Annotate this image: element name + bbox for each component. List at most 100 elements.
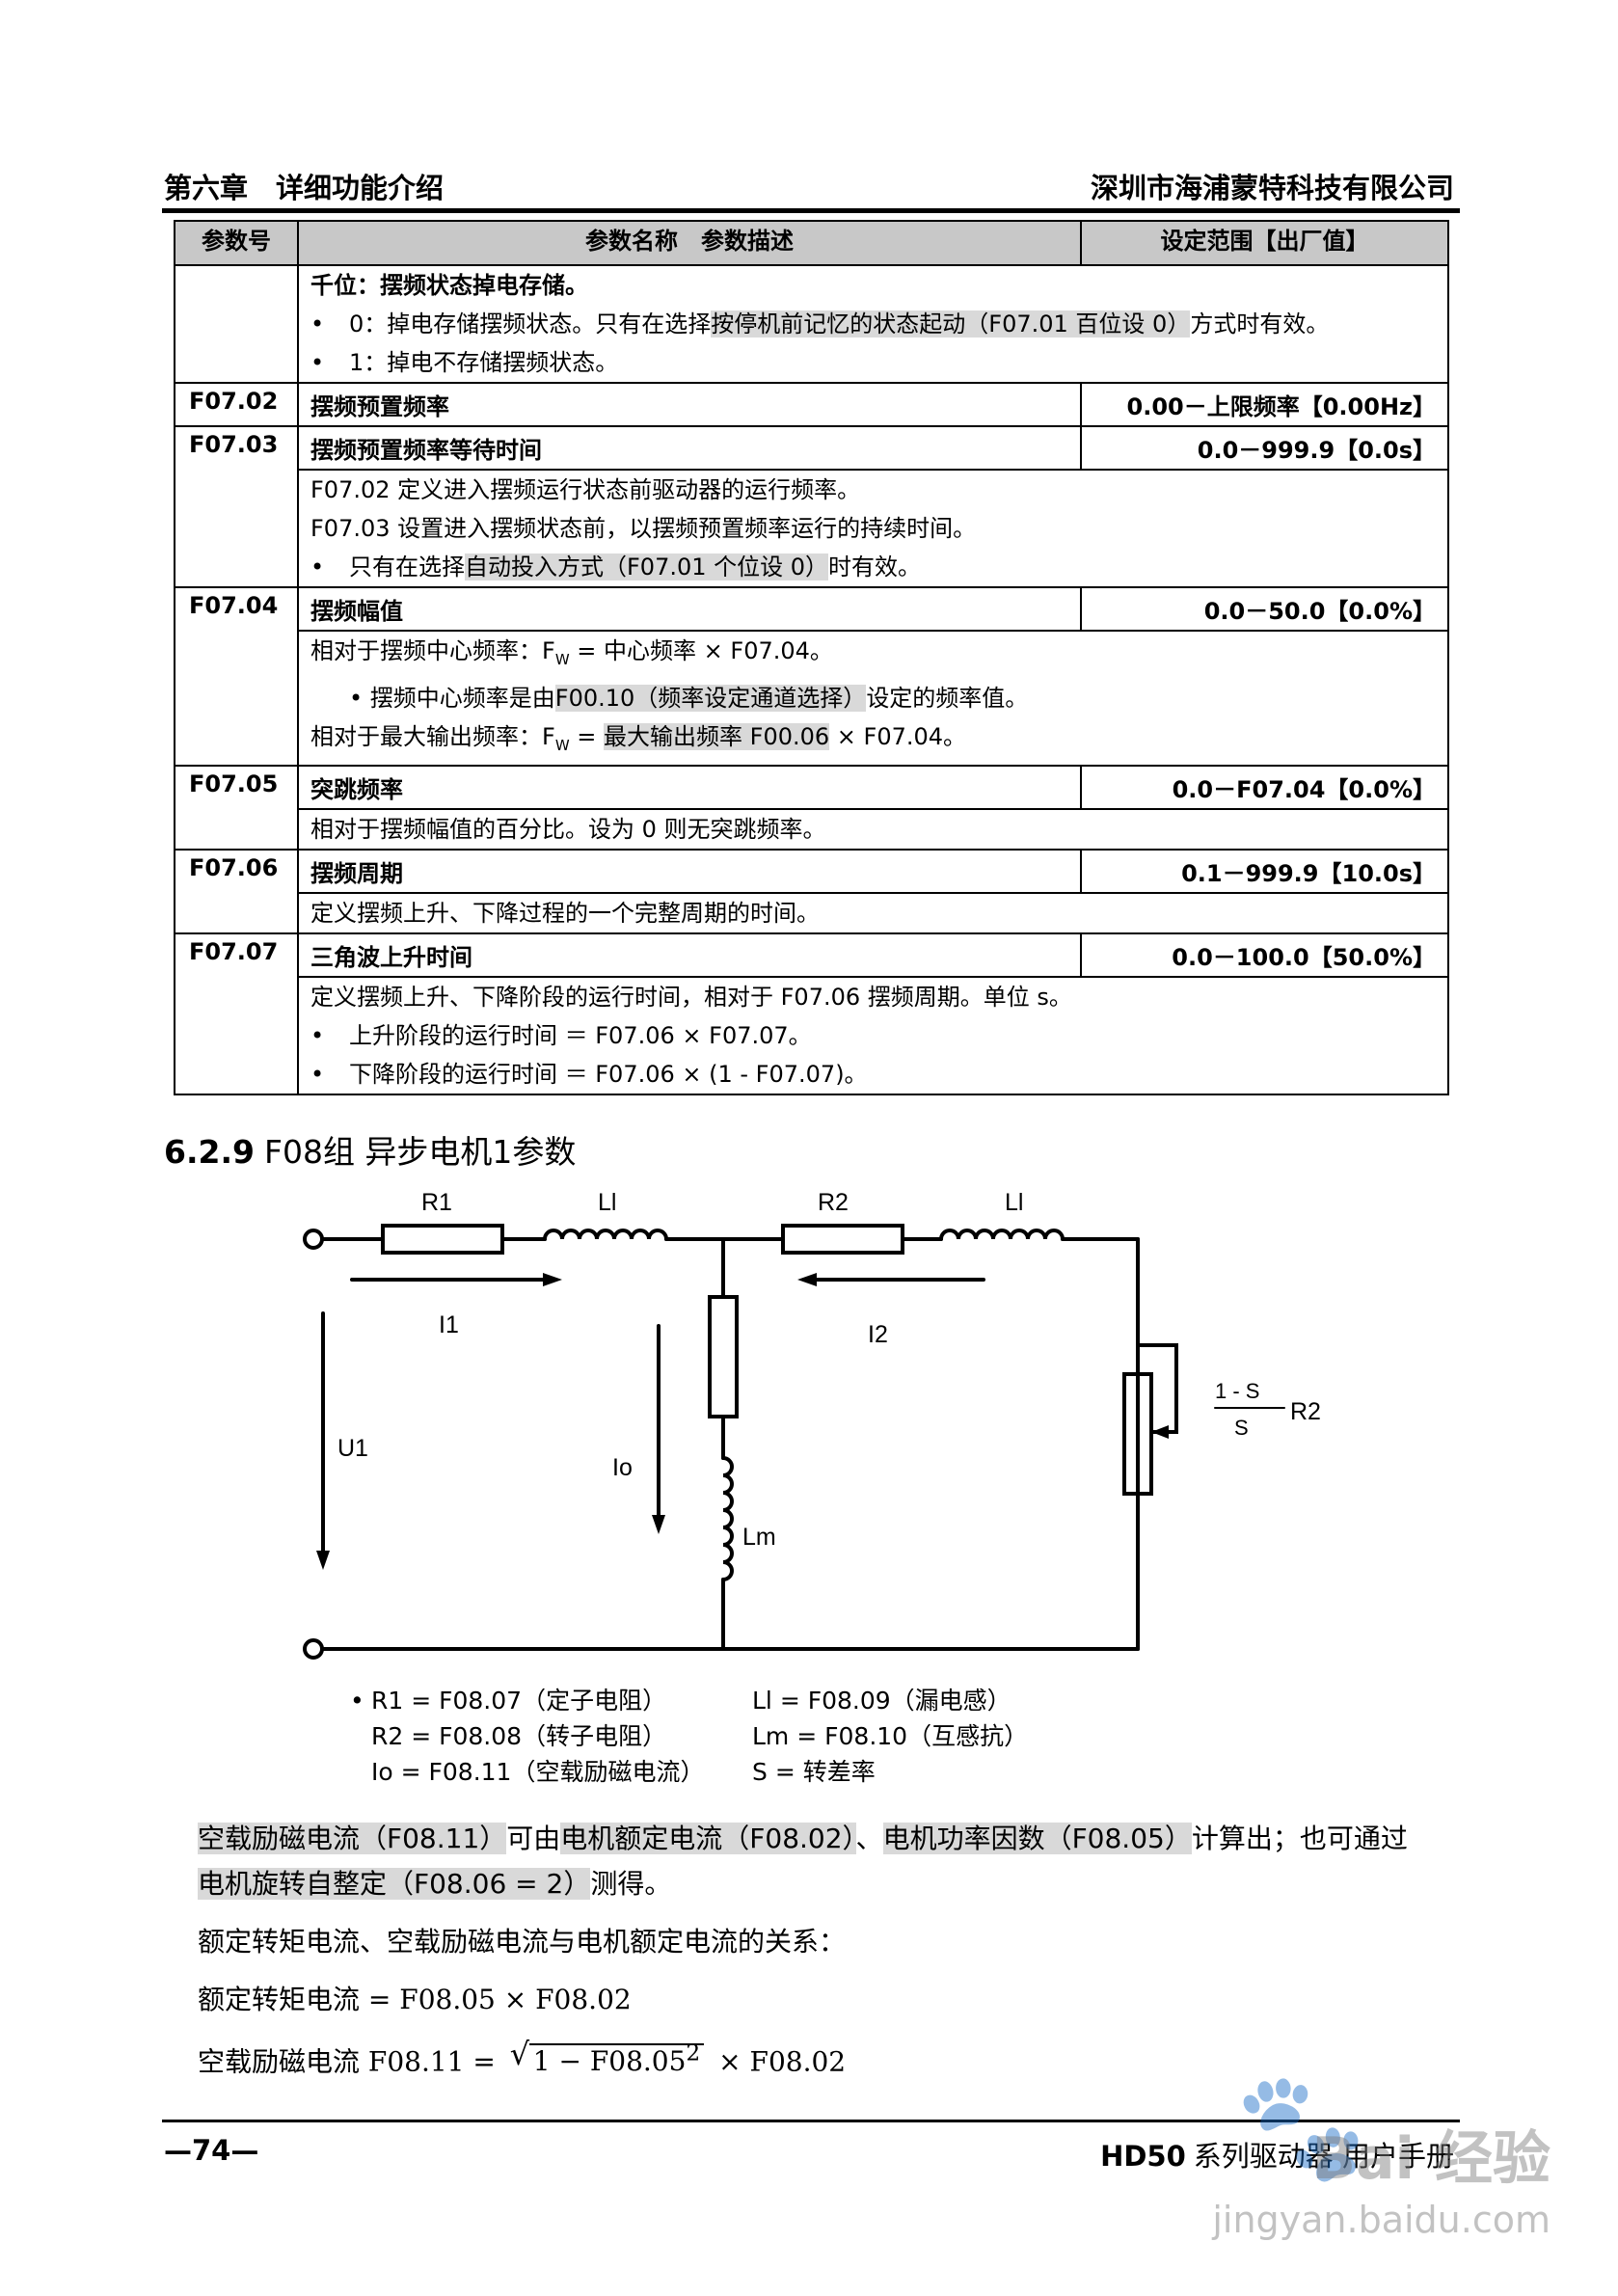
legend-item: S = 转差率 <box>752 1758 876 1786</box>
watermark-url: jingyan.baidu.com <box>1212 2199 1551 2241</box>
label-r1: R1 <box>421 1189 452 1216</box>
param-range: 0.00－上限频率【0.00Hz】 <box>1080 382 1449 427</box>
formula-post: × F08.02 <box>710 2045 847 2078</box>
desc-highlight: 最大输出频率 F00.06 <box>604 722 830 750</box>
inductor-ll-2 <box>939 1229 1065 1241</box>
resistor-r2 <box>781 1224 904 1255</box>
desc-text: = 中心频率 × F07.04。 <box>569 637 833 664</box>
rheostat-wiper <box>1136 1343 1178 1434</box>
superscript: 2 <box>686 2039 701 2066</box>
legend-item: R2 = F08.08（转子电阻） <box>371 1722 667 1750</box>
param-desc: 相对于摆频幅值的百分比。设为 0 则无突跳频率。 <box>310 815 826 843</box>
param-range: 0.0－50.0【0.0%】 <box>1080 586 1449 632</box>
arrow-i2 <box>797 1273 817 1286</box>
table-row: 千位：摆频状态掉电存储。 •0：掉电存储摆频状态。只有在选择按停机前记忆的状态起… <box>174 264 1449 384</box>
desc-text: 相对于最大输出频率：F <box>310 722 555 750</box>
header-code: 参数号 <box>174 220 299 266</box>
param-desc: F07.02 定义进入摆频运行状态前驱动器的运行频率。 <box>310 476 861 503</box>
param-code: F07.06 <box>174 848 299 934</box>
bullet: • <box>350 1687 364 1715</box>
page-number: —74— <box>164 2134 259 2167</box>
param-code: F07.04 <box>174 586 299 767</box>
arrow-io <box>652 1515 665 1534</box>
circuit-legend: • R1 = F08.07（定子电阻）Ll = F08.09（漏电感） R2 =… <box>350 1683 1029 1790</box>
table-row: 定义摆频上升、下降过程的一个完整周期的时间。 <box>175 891 1449 934</box>
arrow-u1 <box>316 1551 330 1570</box>
fraction-denominator: S <box>1234 1416 1249 1440</box>
footer-rule <box>162 2120 1460 2122</box>
formula-pre: 空载励磁电流 F08.11 = <box>198 2045 504 2078</box>
param-desc: 下降阶段的运行时间 ＝ F07.06 × (1 - F07.07)。 <box>349 1060 868 1088</box>
bullet: • <box>310 554 325 581</box>
wiper-arrow <box>1151 1425 1169 1439</box>
desc-pre: • 摆频中心频率是由 <box>349 684 555 712</box>
table-row: 相对于摆频中心频率：FW = 中心频率 × F07.04。 • 摆频中心频率是由… <box>175 630 1449 767</box>
param-range: 0.0－F07.04【0.0%】 <box>1080 764 1449 810</box>
legend-item: R1 = F08.07（定子电阻） <box>371 1687 667 1715</box>
table-row: F07.04 摆频幅值 0.0－50.0【0.0%】 <box>174 586 1449 767</box>
highlight-text: 空载励磁电流（F08.11） <box>198 1823 507 1854</box>
desc-text: 相对于摆频中心频率：F <box>310 637 555 664</box>
resistor-magnetizing <box>708 1295 739 1418</box>
bullet: • <box>310 1060 325 1088</box>
bullet: • <box>310 311 325 338</box>
fraction-r2: R2 <box>1290 1398 1321 1425</box>
fraction-numerator: 1 - S <box>1215 1379 1259 1403</box>
param-range: 0.0－100.0【50.0%】 <box>1080 932 1449 978</box>
label-io: Io <box>612 1454 633 1481</box>
legend-item: Io = F08.11（空载励磁电流） <box>371 1758 705 1786</box>
formula-no-load-current: 空载励磁电流 F08.11 = √1 − F08.052 × F08.02 <box>198 2036 847 2079</box>
header-name: 参数名称 参数描述 <box>297 220 1082 266</box>
label-i1: I1 <box>439 1311 459 1338</box>
radicand: 1 − F08.05 <box>532 2045 687 2078</box>
inductor-lm <box>721 1456 734 1581</box>
bullet: • <box>310 349 325 376</box>
paragraph-relation: 额定转矩电流、空载励磁电流与电机额定电流的关系： <box>198 1926 847 1958</box>
desc-post: × F07.04。 <box>829 722 967 750</box>
table-row: F07.02 摆频预置频率 0.00－上限频率【0.00Hz】 <box>174 382 1449 427</box>
intro-line2: 1：掉电不存储摆频状态。 <box>349 349 619 376</box>
resistor-r1 <box>381 1224 504 1255</box>
subscript: W <box>554 650 570 668</box>
table-row: 定义摆频上升、下降阶段的运行时间，相对于 F07.06 摆频周期。单位 s。 •… <box>175 975 1449 1095</box>
input-terminal-top <box>303 1229 324 1250</box>
bullet: • <box>310 1021 325 1049</box>
param-code: F07.07 <box>174 932 299 1095</box>
label-r2: R2 <box>818 1189 849 1216</box>
table-row: F07.07 三角波上升时间 0.0－100.0【50.0%】 <box>174 932 1449 1095</box>
label-i2: I2 <box>868 1321 888 1348</box>
watermark: 🐾 Bai 经验 jingyan.baidu.com <box>1203 2073 1551 2266</box>
manual-name: 系列驱动器 用户手册 <box>1193 2140 1454 2173</box>
param-desc: F07.03 设置进入摆频状态前，以摆频预置频率运行的持续时间。 <box>310 515 977 542</box>
highlight-text: 电机功率因数（F08.05） <box>882 1823 1192 1854</box>
desc-post: 设定的频率值。 <box>866 684 1029 712</box>
paragraph-line: 空载励磁电流（F08.11）可由电机额定电流（F08.02）、电机功率因数（F0… <box>198 1818 1408 1856</box>
param-name: 摆频幅值 <box>297 586 1082 632</box>
body-text: 测得。 <box>590 1868 672 1900</box>
radical-sign-icon: √ <box>509 2036 530 2072</box>
section-number: 6.2.9 <box>164 1133 255 1171</box>
formula-torque-current: 额定转矩电流 = F08.05 × F08.02 <box>198 1984 632 2015</box>
intro-line1-pre: 0：掉电存储摆频状态。只有在选择 <box>349 311 712 338</box>
header-range: 设定范围【出厂值】 <box>1080 220 1449 266</box>
param-name: 摆频预置频率 <box>297 382 1082 427</box>
square-root: √1 − F08.052 <box>509 2036 705 2078</box>
equivalent-circuit-diagram: R1 Ll R2 Ll I1 I2 U1 Io Lm 1 - S S R2 <box>303 1189 1321 1660</box>
inductor-ll-1 <box>543 1229 668 1241</box>
header-rule <box>162 208 1460 213</box>
label-u1: U1 <box>337 1435 368 1462</box>
param-code: F07.05 <box>174 764 299 851</box>
table-row: F07.06 摆频周期 0.1－999.9【10.0s】 <box>174 848 1449 934</box>
legend-item: Lm = F08.10（互感抗） <box>752 1722 1029 1750</box>
param-code: F07.02 <box>174 382 299 427</box>
table-row: F07.05 突跳频率 0.0－F07.04【0.0%】 <box>174 764 1449 851</box>
table-row: F07.02 定义进入摆频运行状态前驱动器的运行频率。 F07.03 设置进入摆… <box>175 469 1449 588</box>
desc-highlight: F00.10（频率设定通道选择） <box>554 684 867 712</box>
table-row: 相对于摆频幅值的百分比。设为 0 则无突跳频率。 <box>175 807 1449 851</box>
input-terminal-bottom <box>303 1638 324 1660</box>
param-name: 摆频周期 <box>297 848 1082 894</box>
subscript: W <box>554 736 570 754</box>
desc-post: 时有效。 <box>828 554 922 581</box>
